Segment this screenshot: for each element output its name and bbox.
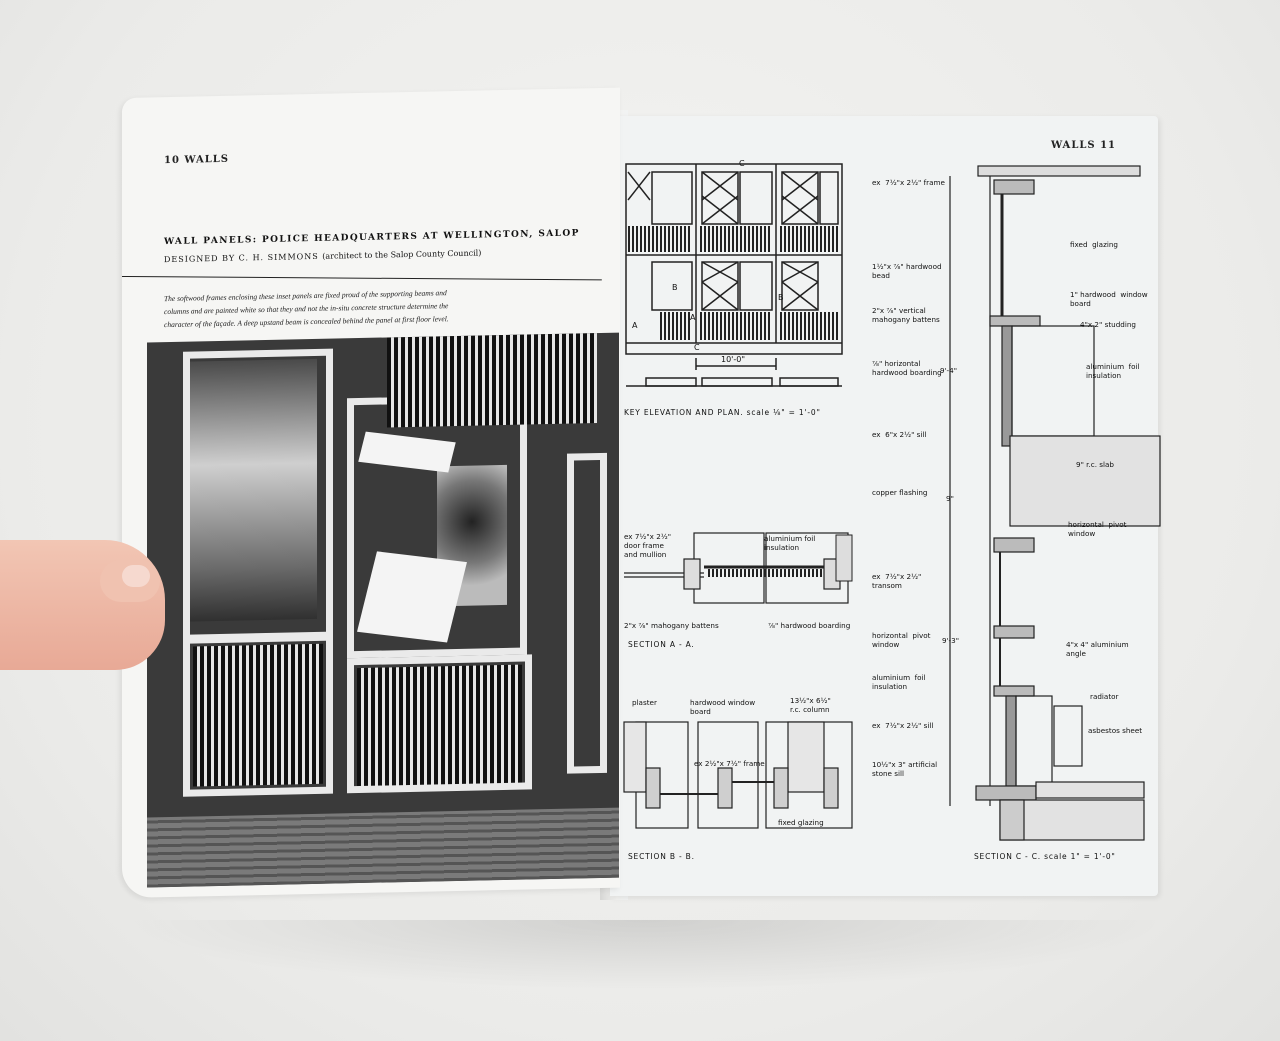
- label-bb-column: 13½"x 6½" r.c. column: [790, 696, 831, 714]
- label-cc-dim-3: 9'-3": [942, 636, 960, 645]
- label-aa-door-frame: ex 7½"x 2½" door frame and mullion: [624, 532, 672, 559]
- svg-text:B: B: [778, 293, 784, 302]
- label-cc-sill-7: ex 7½"x 2½" sill: [872, 721, 934, 730]
- section-cc-caption: SECTION C - C. scale 1" = 1'-0": [974, 852, 1116, 861]
- label-cc-transom: ex 7½"x 2½" transom: [872, 572, 922, 590]
- title-rule: [121, 276, 602, 281]
- label-cc-battens: 2"x ⅞" vertical mahogany battens: [872, 306, 940, 324]
- label-cc-frame: ex 7½"x 2½" frame: [872, 178, 945, 187]
- label-aa-foil: aluminium foil insulation: [764, 534, 816, 552]
- photo-frame-left: [183, 348, 333, 642]
- label-bb-fixed-glazing: fixed glazing: [778, 818, 824, 827]
- section-cc-drawing: [949, 165, 1161, 841]
- svg-text:C: C: [739, 159, 745, 168]
- label-cc-fixed-glazing: fixed glazing: [1070, 240, 1118, 249]
- section-aa-drawing: [624, 532, 853, 604]
- byline-designer: DESIGNED BY C. H. SIMMONS: [164, 251, 319, 265]
- label-cc-angle: 4"x 4" aluminium angle: [1066, 640, 1129, 658]
- label-cc-boarding: ⅞" horizontal hardwood boarding: [872, 359, 942, 377]
- label-cc-dim-2: 9": [946, 494, 954, 503]
- label-bb-plaster: plaster: [632, 698, 657, 707]
- svg-text:10'-0": 10'-0": [721, 355, 745, 364]
- label-aa-battens: 2"x ⅞" mahogany battens: [624, 621, 719, 630]
- label-cc-dim-1: 9'-4": [940, 366, 958, 375]
- section-aa-caption: SECTION A - A.: [628, 640, 695, 649]
- section-bb-drawing: [623, 721, 853, 829]
- photo-frame-right: [567, 452, 607, 774]
- svg-text:A: A: [632, 321, 638, 330]
- label-bb-frame: ex 2½"x 7½" frame: [694, 759, 765, 768]
- label-cc-bead: 1½"x ⅞" hardwood bead: [872, 262, 942, 280]
- building-photo: [147, 332, 619, 888]
- page-folio-right: WALLS 11: [1050, 140, 1116, 151]
- svg-text:A: A: [690, 313, 696, 322]
- article-title: WALL PANELS: POLICE HEADQUARTERS AT WELL…: [164, 228, 580, 248]
- page-folio-left: 10 WALLS: [164, 153, 230, 167]
- label-cc-stone-sill: 10½"x 3" artificial stone sill: [872, 760, 938, 778]
- photo-caption: The softwood frames enclosing these inse…: [164, 288, 449, 330]
- label-bb-window-board: hardwood window board: [690, 698, 756, 716]
- label-aa-boarding: ⅞" hardwood boarding: [768, 621, 851, 630]
- photo-slats-top: [387, 333, 597, 428]
- right-page: WALLS 11: [610, 116, 1161, 896]
- label-cc-window-board: 1" hardwood window board: [1070, 290, 1148, 308]
- label-cc-asbestos: asbestos sheet: [1088, 726, 1143, 735]
- label-cc-foil-upper: aluminium foil insulation: [1086, 362, 1140, 380]
- photo-frame-center-lower: [347, 654, 532, 794]
- photo-frame-left-lower: [183, 633, 333, 797]
- section-bb-caption: SECTION B - B.: [628, 852, 695, 861]
- book-shadow: [120, 920, 1170, 990]
- svg-text:C: C: [694, 343, 700, 352]
- label-cc-copper: copper flashing: [872, 488, 928, 497]
- label-cc-pivot-lower: horizontal pivot window: [872, 631, 931, 649]
- svg-text:B: B: [672, 283, 678, 292]
- label-cc-sill-6: ex 6"x 2½" sill: [872, 430, 927, 439]
- label-cc-pivot-upper: horizontal pivot window: [1068, 520, 1127, 538]
- article-byline: DESIGNED BY C. H. SIMMONS (architect to …: [164, 248, 481, 264]
- byline-note: (architect to the Salop County Council): [322, 248, 482, 261]
- label-cc-studding: 4"x 2" studding: [1080, 320, 1136, 329]
- label-cc-foil-lower: aluminium foil insulation: [872, 673, 926, 691]
- key-elevation-drawing: 10'-0" C C B B A A: [625, 159, 843, 387]
- thumbnail: [122, 565, 150, 587]
- photo-brick-plinth: [147, 807, 619, 888]
- left-page: 10 WALLS WALL PANELS: POLICE HEADQUARTER…: [121, 87, 620, 899]
- label-cc-radiator: radiator: [1090, 692, 1119, 701]
- key-elevation-caption: KEY ELEVATION AND PLAN. scale ⅛" = 1'-0": [624, 408, 821, 417]
- label-cc-slab: 9" r.c. slab: [1076, 460, 1114, 469]
